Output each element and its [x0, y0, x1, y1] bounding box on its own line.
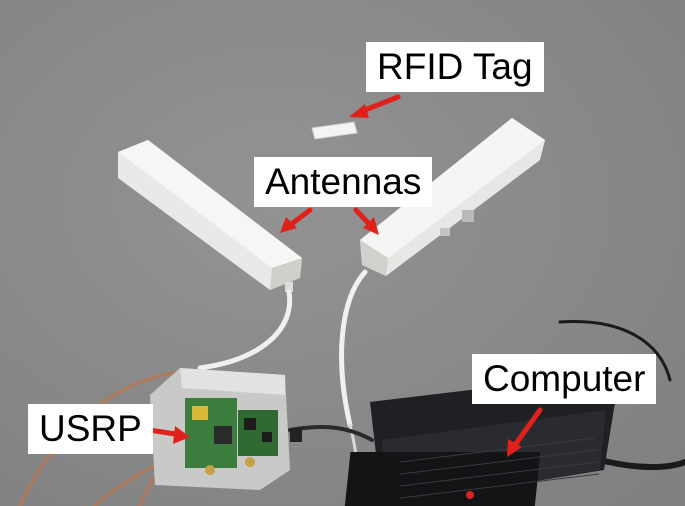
- label-usrp: USRP: [28, 404, 153, 454]
- usrp-device: [150, 368, 302, 490]
- rfid-tag: [311, 121, 358, 140]
- right-antenna: [360, 118, 545, 276]
- keyboard-key-grid: [399, 437, 600, 499]
- arrow-computer: [507, 407, 543, 457]
- keyboard-keys: [344, 452, 541, 506]
- arrow-rfid: [349, 94, 401, 118]
- trackpoint: [466, 491, 474, 499]
- left-antenna: [118, 140, 302, 292]
- label-computer: Computer: [472, 354, 657, 404]
- arrow-antenna-left: [280, 207, 313, 233]
- label-rfid-tag: RFID Tag: [366, 42, 544, 92]
- laptop: [344, 372, 620, 506]
- label-antennas: Antennas: [254, 157, 433, 207]
- arrow-antenna-right: [353, 207, 379, 235]
